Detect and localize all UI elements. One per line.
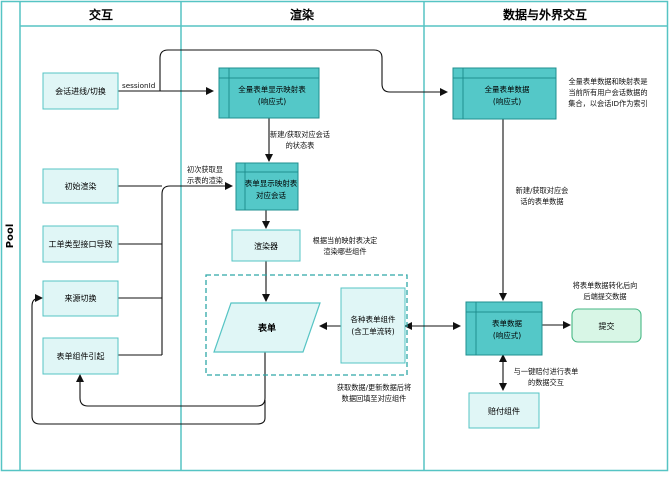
lane-title-render: 渲染: [290, 7, 315, 22]
node-global-form-data-title: 全量表单数据: [485, 84, 530, 94]
node-form-component-trigger[interactable]: 表单组件引起: [42, 337, 119, 375]
node-session-switch[interactable]: 会话进线/切换: [42, 72, 119, 110]
connectors: [31, 49, 571, 425]
label-first-get-1: 初次获取显: [187, 165, 223, 174]
label-create-data-1: 新建/获取对应会: [516, 186, 569, 195]
lane-title-interaction: 交互: [89, 7, 113, 22]
node-form-data-subtitle: (响应式): [493, 330, 521, 340]
node-form-data[interactable]: 表单数据 (响应式): [465, 301, 543, 356]
render-group-frame: [205, 274, 408, 376]
node-submit[interactable]: 提交: [571, 308, 642, 343]
label-interact-2: 的数据交互: [528, 378, 564, 387]
label-decide-2: 渲染哪些组件: [323, 247, 366, 256]
node-session-display-map[interactable]: 表单显示映射表 对应会话: [235, 162, 299, 211]
node-form-component-trigger-label: 表单组件引起: [57, 351, 105, 361]
label-first-get-2: 示表的渲染: [187, 176, 223, 185]
node-global-display-map[interactable]: 全量表单显示映射表 (响应式): [218, 67, 320, 119]
node-global-display-map-subtitle: (响应式): [258, 96, 286, 106]
annotations: sessionId 新建/获取对应会话 的状态表 初次获取显 示表的渲染 根据当…: [122, 77, 648, 403]
node-ticket-type-nav[interactable]: 工单类型接口导致: [42, 225, 119, 263]
node-init-render-label: 初始渲染: [65, 181, 97, 191]
pool-label: Pool: [5, 224, 16, 249]
node-form-components[interactable]: 各种表单组件 (含工单流转): [340, 287, 406, 364]
node-init-render[interactable]: 初始渲染: [42, 168, 119, 204]
label-create-data-2: 话的表单数据: [520, 197, 563, 206]
node-form-data-title: 表单数据: [492, 318, 522, 328]
node-global-display-map-title: 全量表单显示映射表: [238, 84, 306, 94]
node-form-components-subtitle: (含工单流转): [351, 326, 394, 336]
node-renderer[interactable]: 渲染器: [231, 229, 301, 262]
lane-title-data: 数据与外界交互: [503, 7, 587, 22]
node-pay-component-label: 赔付组件: [488, 406, 520, 416]
node-session-switch-label: 会话进线/切换: [55, 86, 106, 96]
node-source-switch[interactable]: 来源切换: [42, 280, 119, 317]
label-create-state-1: 新建/获取对应会话: [270, 130, 330, 139]
label-global-note-1: 全量表单数据和映射表是: [568, 77, 647, 86]
edge-session-to-global-data: [159, 49, 448, 96]
label-session-id: sessionId: [122, 81, 155, 90]
node-renderer-label: 渲染器: [254, 241, 278, 251]
label-decide-1: 根据当前映射表决定: [313, 236, 378, 245]
label-create-state-2: 的状态表: [286, 141, 315, 150]
edge-loop-to-source-switch: [31, 294, 266, 425]
node-form[interactable]: 表单: [213, 302, 321, 353]
node-global-form-data-subtitle: (响应式): [493, 96, 521, 106]
label-interact-1: 与一键赔付进行表单: [514, 367, 579, 376]
node-form-components-title: 各种表单组件: [351, 314, 396, 324]
node-ticket-type-nav-label: 工单类型接口导致: [49, 239, 113, 249]
node-global-form-data[interactable]: 全量表单数据 (响应式): [452, 67, 557, 120]
node-submit-label: 提交: [599, 321, 615, 331]
label-convert-2: 后端提交数据: [583, 292, 626, 301]
label-fetch-update-1: 获取数据/更新数据后将: [337, 383, 411, 392]
node-form-label: 表单: [257, 322, 276, 334]
node-session-display-map-subtitle: 对应会话: [256, 190, 286, 200]
label-global-note-3: 集合，以会话ID作为索引: [568, 99, 648, 108]
edge-trigger-bus: [161, 182, 233, 355]
label-convert-1: 将表单数据转化后向: [573, 281, 638, 290]
label-fetch-update-2: 数据回填至对应组件: [342, 394, 407, 403]
node-session-display-map-title: 表单显示映射表: [245, 178, 298, 188]
node-pay-component[interactable]: 赔付组件: [468, 392, 540, 429]
node-source-switch-label: 来源切换: [65, 293, 97, 303]
label-global-note-2: 当前所有用户会话数据的: [568, 88, 647, 97]
